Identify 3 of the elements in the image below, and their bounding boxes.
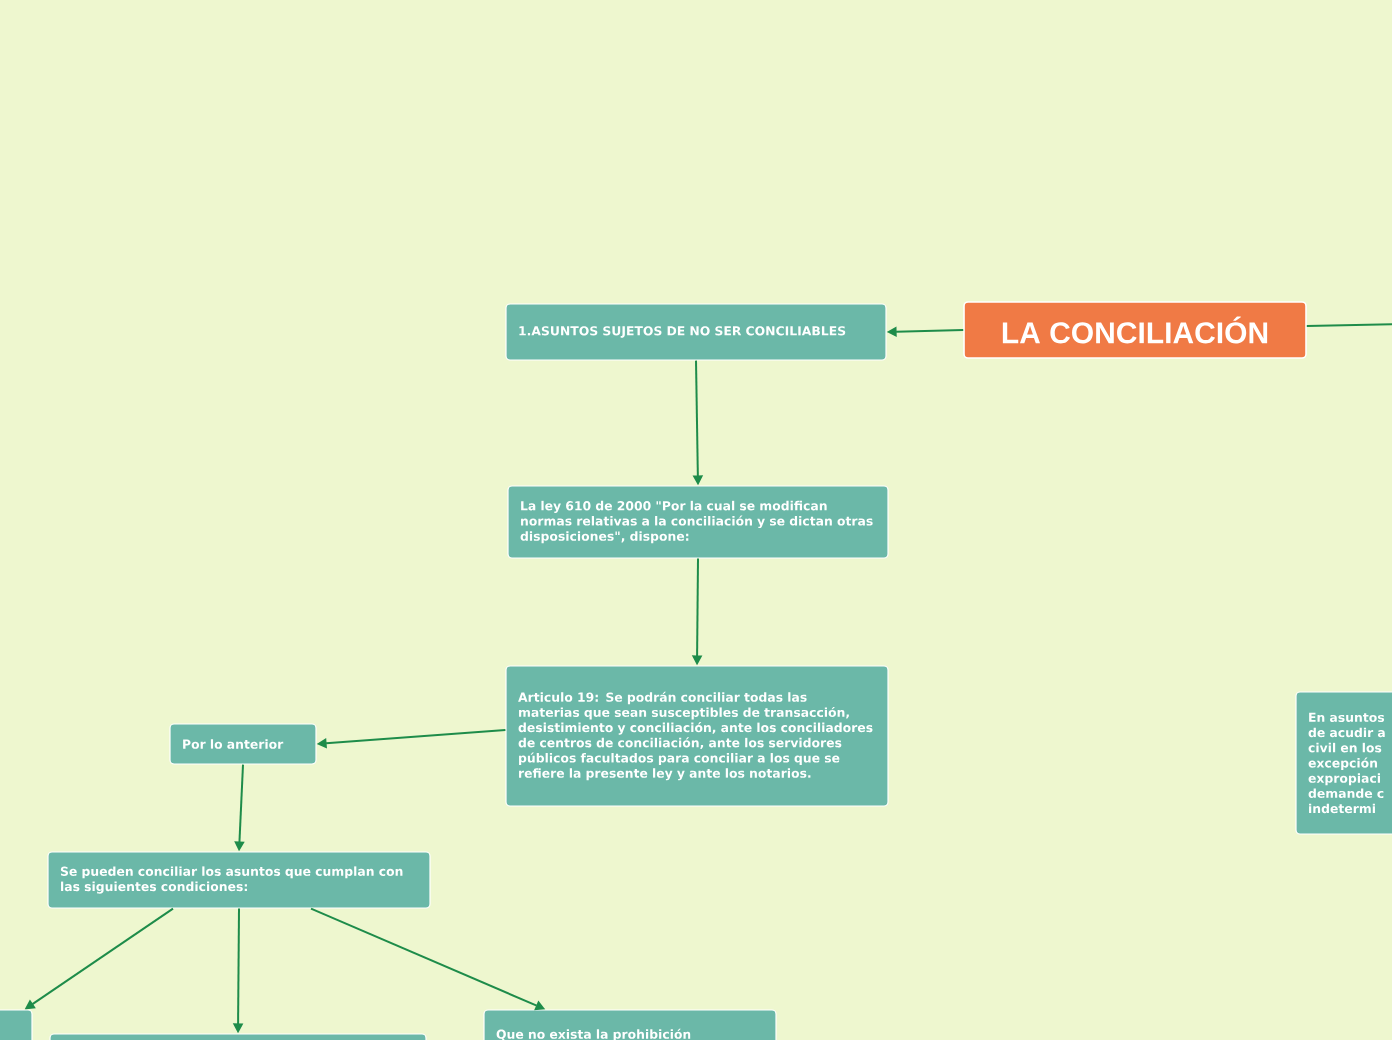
- title-box: LA CONCILIACIÓN: [963, 301, 1307, 359]
- topic-box: [49, 1033, 427, 1040]
- topic-box: [0, 1009, 33, 1040]
